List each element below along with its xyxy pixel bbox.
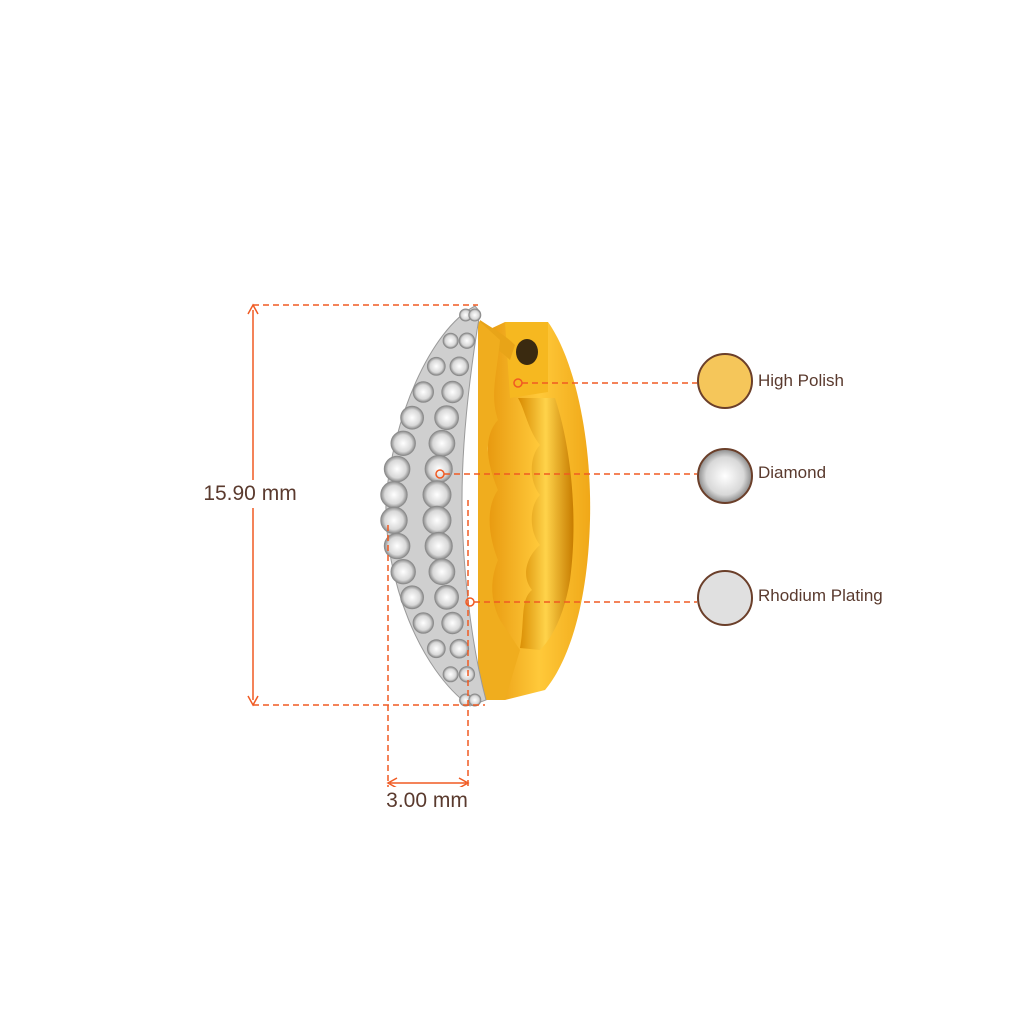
- feature-label-high-polish: High Polish: [758, 371, 844, 390]
- diamond-stone: [449, 638, 470, 659]
- diamond-swatch-icon: [697, 448, 753, 504]
- diamond-stone: [458, 332, 476, 349]
- height-dimension-label: 15.90 mm: [199, 480, 301, 508]
- gold-swatch-icon: [697, 353, 753, 409]
- diamond-stone: [442, 666, 459, 683]
- diamond-stone: [441, 611, 464, 635]
- diamond-stone: [458, 666, 476, 683]
- diamond-stone: [468, 308, 482, 322]
- diamond-stone: [468, 693, 482, 707]
- diamond-stone: [434, 584, 460, 610]
- dimension-lines: [247, 303, 697, 790]
- diamond-stone: [390, 430, 416, 456]
- diamond-stone: [441, 380, 464, 404]
- diamond-stone: [449, 356, 470, 377]
- diamond-stone: [426, 639, 446, 659]
- feature-label-diamond: Diamond: [758, 463, 827, 482]
- width-dimension-label: 3.00 mm: [382, 787, 472, 815]
- diamond-stone: [383, 532, 411, 560]
- diamond-stone: [434, 405, 460, 431]
- rhodium-swatch-icon: [697, 570, 753, 626]
- diamond-stone: [424, 531, 453, 561]
- diamond-stone: [380, 481, 408, 509]
- diamond-stone: [412, 612, 434, 634]
- diamond-stone: [412, 381, 434, 403]
- diamond-stone: [380, 506, 408, 534]
- diamond-stone: [442, 332, 459, 349]
- diamond-stone: [400, 585, 425, 610]
- diamond-band: [380, 305, 487, 707]
- diamond-stone: [428, 558, 456, 586]
- gold-hoop: [478, 320, 591, 700]
- diamond-stone: [428, 429, 456, 457]
- diamond-stone: [383, 455, 411, 483]
- diamond-stone: [422, 480, 452, 510]
- feature-label-rhodium: Rhodium Plating: [758, 586, 883, 605]
- diamond-stone: [400, 405, 425, 430]
- diamond-stone: [390, 559, 416, 585]
- diamond-stone: [422, 505, 452, 535]
- diamond-stone: [426, 356, 446, 376]
